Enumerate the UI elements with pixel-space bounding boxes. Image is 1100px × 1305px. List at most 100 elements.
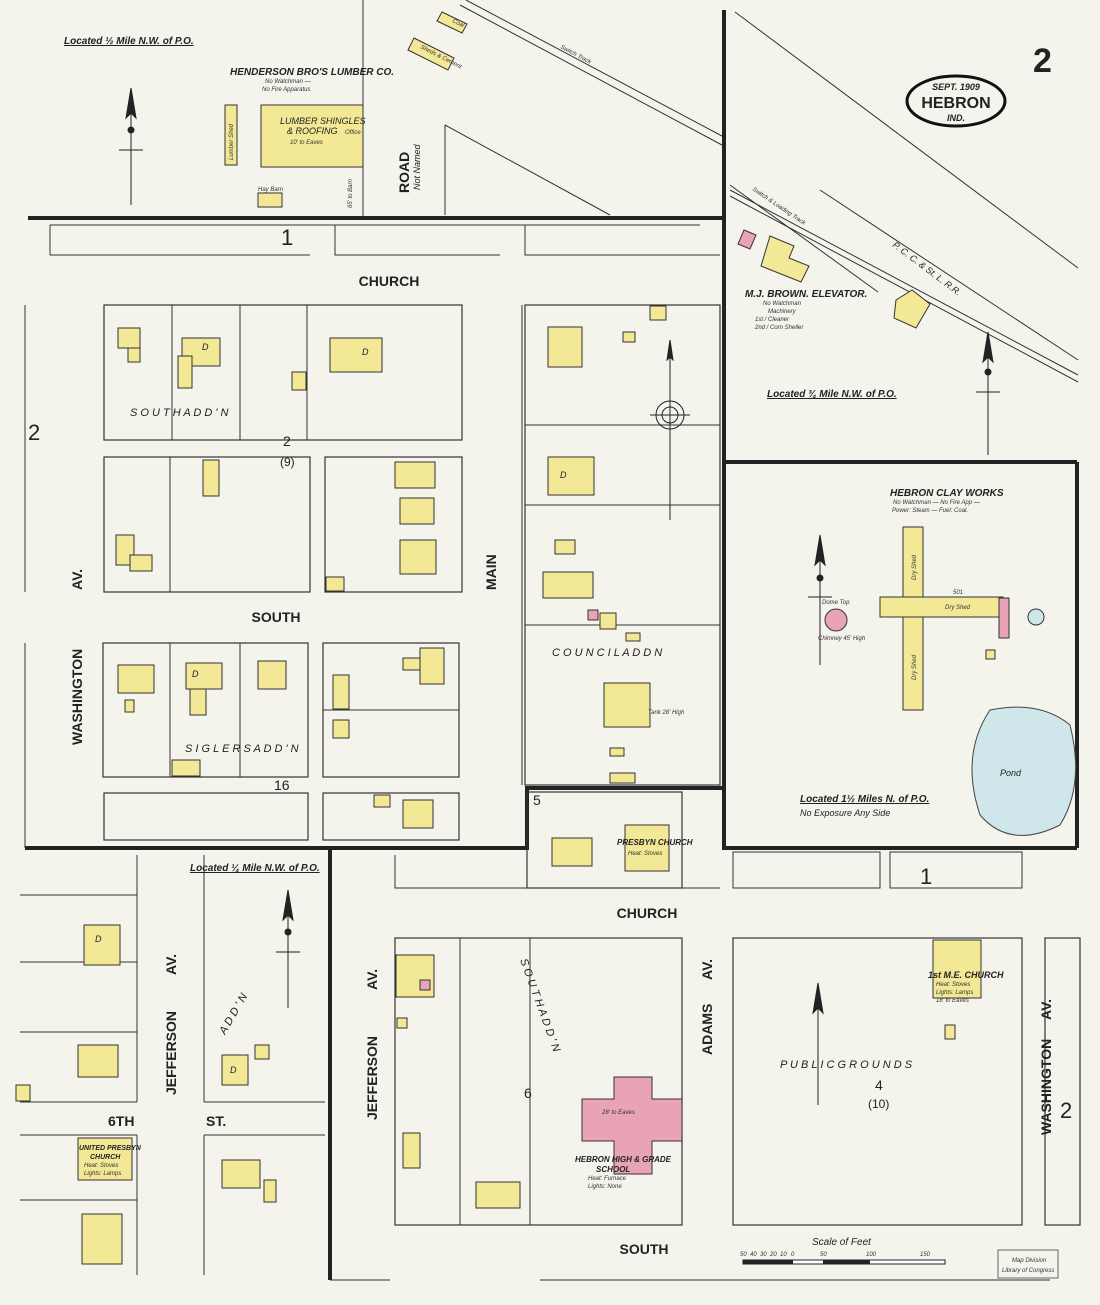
town-name: HEBRON: [921, 95, 990, 112]
dwelling-mark: D: [230, 1065, 237, 1075]
stamp-text: Map Division: [1012, 1258, 1047, 1264]
title-cartouche: [905, 74, 1007, 128]
scale-ticks: 50 40 30 20 10 0 50 100 150: [740, 1252, 931, 1258]
dwelling-mark: D: [560, 470, 567, 480]
north-arrow-icon: [812, 982, 824, 1105]
scale-tick: 50: [740, 1252, 747, 1258]
street-south-top: SOUTH: [252, 609, 301, 625]
clay-exposure-note: No Exposure Any Side: [800, 808, 890, 818]
location-note-elevator: Located ¾ Mile N.W. of P.O.: [767, 389, 897, 400]
scale-tick: 20: [769, 1252, 777, 1258]
street-av: AV.: [69, 569, 85, 590]
scale-tick: 30: [760, 1252, 767, 1258]
coal-label: Coal: [451, 18, 465, 29]
scale-tick: 50: [820, 1252, 827, 1258]
united-church-note: Lights: Lamps: [84, 1171, 121, 1177]
street-washington-right-av: AV.: [1038, 999, 1054, 1020]
street-road: ROAD: [396, 152, 412, 193]
dry-shed-label: Dry Shed: [945, 605, 971, 611]
street-main: MAIN: [483, 554, 499, 590]
me-church-note: 18' to Eaves: [936, 998, 969, 1004]
me-church-note: Heat: Stoves: [936, 982, 970, 988]
north-arrow-icon: [276, 889, 300, 1008]
scale-bar: [742, 1259, 946, 1265]
block-number: 6: [524, 1085, 532, 1101]
school-label: SCHOOL: [596, 1165, 630, 1174]
clay-works-name: HEBRON CLAY WORKS: [890, 488, 1004, 499]
united-church-label: UNITED PRESBYN: [79, 1145, 142, 1152]
north-arrow-icon: [119, 87, 143, 205]
school-note: Lights: None: [588, 1184, 622, 1190]
addition-south-bottom: S O U T H A D D ' N: [517, 957, 562, 1054]
location-note-lumber: Located ½ Mile N.W. of P.O.: [64, 36, 194, 47]
block-number: 1: [920, 864, 932, 889]
north-arrow-icon: [976, 331, 1000, 455]
dwelling-mark: D: [95, 934, 102, 944]
street-jefferson-left-av: AV.: [163, 954, 179, 975]
school-eaves: 28' to Eaves: [601, 1110, 635, 1116]
dwelling-mark: D: [192, 669, 199, 679]
lumber-eaves: 10' to Eaves: [290, 140, 323, 146]
city-blocks: [102, 304, 1081, 1226]
lumber-shed-label: Lumber Shed: [229, 123, 235, 160]
lumber-co-name: HENDERSON BRO'S LUMBER CO.: [230, 67, 394, 78]
block-number: 16: [274, 777, 290, 793]
library-stamp: [997, 1249, 1059, 1279]
presbyn-note: Heat: Stoves: [628, 851, 662, 857]
pond-label: Pond: [1000, 768, 1022, 778]
elevator-note: No Watchman: [763, 301, 802, 307]
street-jefferson-left: JEFFERSON: [163, 1011, 179, 1095]
addition-siglers: S I G L E R S A D D ' N: [185, 743, 299, 755]
united-church-label: CHURCH: [90, 1154, 121, 1161]
lumber-bldg-label: & ROOFING: [287, 126, 338, 136]
elevator-note: 1st / Cleaner: [755, 317, 790, 323]
block-number: 1: [281, 225, 293, 250]
scale-tick: 150: [920, 1252, 931, 1258]
location-note-jefferson: Located ¼ Mile N.W. of P.O.: [190, 863, 320, 874]
elevator-note: Machinery: [768, 309, 797, 315]
street-washington-left: WASHINGTON: [69, 649, 85, 745]
dry-shed-label: Dry Shed: [912, 554, 918, 580]
scale-tick: 40: [750, 1252, 757, 1258]
buildings: [15, 11, 1077, 1265]
street-south-bottom: SOUTH: [620, 1241, 669, 1257]
sheet-number: 2: [1033, 42, 1052, 80]
lumber-bldg-label: LUMBER SHINGLES: [280, 116, 366, 126]
addition-council: C O U N C I L A D D N: [552, 647, 662, 659]
school-label: HEBRON HIGH & GRADE: [575, 1155, 672, 1164]
hay-barn-label: Hay Barn: [258, 187, 284, 193]
addition-public-grounds: P U B L I C G R O U N D S: [780, 1059, 913, 1071]
street-washington-right: WASHINGTON: [1038, 1039, 1054, 1135]
me-church-note: Lights: Lamps: [936, 990, 973, 996]
compass-rose-icon: [650, 339, 690, 520]
railroad-name: P. C. C. & St. L. R.R.: [891, 240, 963, 298]
street-sixth: 6TH: [108, 1113, 134, 1129]
street-church-top: CHURCH: [359, 273, 420, 289]
barn-distance-note: 65' to Barn: [348, 179, 354, 208]
tank-label: Tank 28' High: [648, 710, 685, 716]
block-number: (10): [868, 1097, 889, 1111]
address-number: 501: [953, 590, 963, 596]
adjoining-sheet-number: 2: [1060, 1098, 1072, 1123]
location-note-clay: Located 1½ Miles N. of P.O.: [800, 794, 929, 805]
map-date: SEPT. 1909: [932, 82, 980, 92]
clay-works-note: Power: Steam — Fuel: Coal.: [892, 508, 968, 514]
block-number: 2: [283, 433, 291, 449]
clay-works-note: No Watchman — No Fire App —: [893, 500, 981, 506]
switch-track-label: Switch Track: [559, 44, 593, 66]
school-note: Heat: Furnace: [588, 1176, 627, 1182]
lumber-co-note: No Watchman —: [265, 79, 312, 85]
north-arrow-icon: [808, 534, 832, 665]
scale-tick: 10: [780, 1252, 787, 1258]
elevator-note: 2nd / Corn Sheller: [754, 325, 804, 331]
stamp-text: Library of Congress: [1002, 1268, 1054, 1274]
office-label: Office: [345, 130, 361, 136]
block-number: 5: [533, 792, 541, 808]
state-name: IND.: [947, 113, 965, 123]
united-church-note: Heat: Stoves: [84, 1163, 118, 1169]
street-church-bottom: CHURCH: [617, 905, 678, 921]
adjoining-sheet-number: 2: [28, 420, 40, 445]
scale-tick: 100: [866, 1252, 877, 1258]
block-number: (9): [280, 455, 295, 469]
